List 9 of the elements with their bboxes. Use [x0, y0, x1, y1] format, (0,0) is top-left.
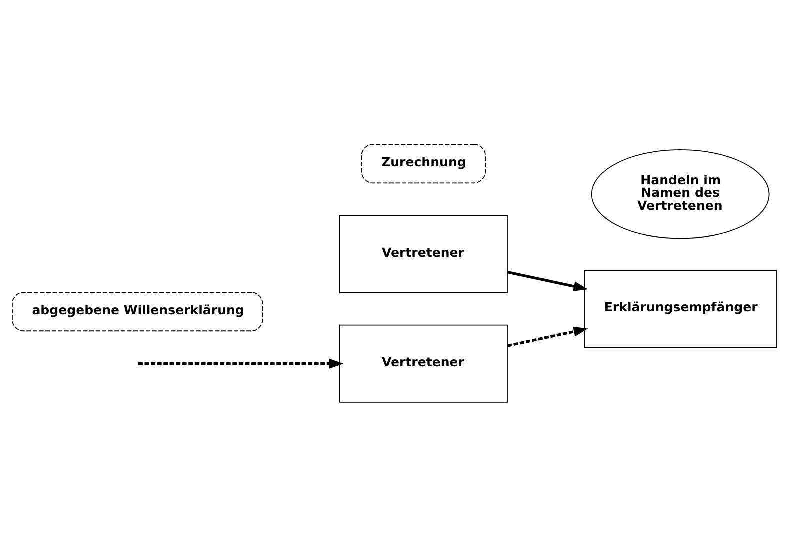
- node-box: abgegebene Willenserklärung: [12, 292, 264, 332]
- node-box: Vertretener: [339, 215, 508, 294]
- node-box: Erklärungsempfänger: [584, 270, 777, 348]
- arrow: [507, 270, 588, 292]
- arrow: [507, 326, 588, 348]
- node-box: Zurechnung: [361, 144, 486, 184]
- node-box: Vertretener: [339, 324, 508, 403]
- arrow: [138, 358, 344, 369]
- node-ellipse: Handeln im Namen des Vertretenen: [591, 150, 770, 240]
